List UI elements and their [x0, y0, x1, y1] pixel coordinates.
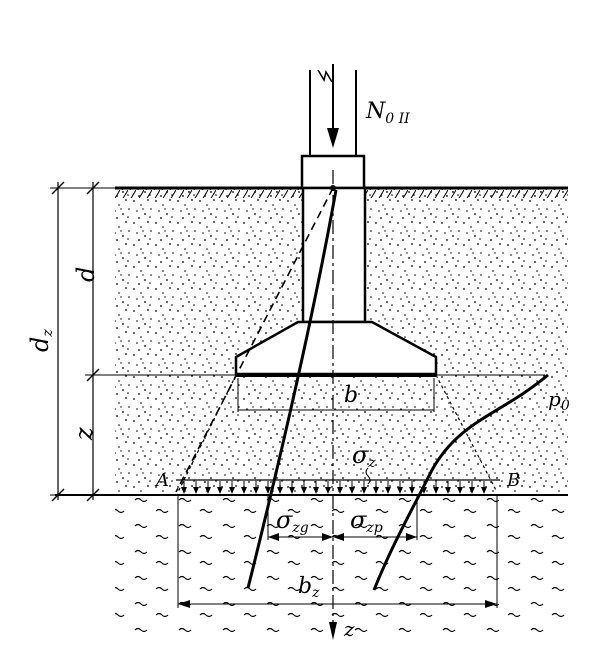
sigma-z-arrow: [469, 481, 475, 494]
ground-hatch-right: [366, 188, 568, 198]
sigma-z-arrow: [253, 481, 259, 494]
sigma-z-arrow: [241, 481, 247, 494]
dim-sigma: [267, 495, 418, 541]
sigma-z-arrow: [361, 481, 367, 494]
clay-layer: [115, 495, 568, 635]
stress-spread-lines: [175, 187, 498, 493]
axis-z-label: z: [343, 617, 355, 641]
depth-z-label: z: [70, 427, 98, 441]
ground-hatch-left: [115, 188, 303, 198]
sigma-z-arrow: [205, 481, 211, 494]
sigma-z-arrow: [433, 481, 439, 494]
sigma-z-arrow: [265, 481, 271, 494]
sigma-z-arrow: [385, 481, 391, 494]
sigma-z-arrow: [445, 481, 451, 494]
sigma-zg-curve: [246, 189, 338, 589]
point-a-label: A: [154, 470, 169, 491]
sigma-z-pointer: [365, 467, 371, 485]
depth-dz-label: dz: [26, 329, 56, 352]
sigma-z-arrow: [217, 481, 223, 494]
dim-b: [237, 378, 435, 412]
sigma-z-arrow: [313, 481, 319, 494]
sigma-z-arrow: [193, 481, 199, 494]
sigma-z-arrow: [373, 481, 379, 494]
sigma-z-arrow: [409, 481, 415, 494]
sigma-z-arrow: [337, 481, 343, 494]
sigma-z-arrow: [229, 481, 235, 494]
sigma-z-arrow: [325, 481, 331, 494]
sigma-z-arrow: [481, 481, 487, 494]
sigma-z-arrow: [181, 481, 187, 494]
width-b-label: b: [344, 383, 358, 408]
width-bz-label: bz: [298, 574, 320, 601]
sigma-zg-label: σzg: [276, 506, 309, 536]
pressure-p0-label: p0: [548, 387, 570, 414]
load-label: N0 II: [365, 99, 410, 127]
depth-d-label: d: [72, 267, 100, 282]
sigma-zp-label: σzp: [350, 506, 383, 536]
load-arrow: [327, 64, 339, 148]
sigma-z-label: σz: [352, 441, 376, 471]
point-b-label: B: [506, 470, 520, 491]
dim-bz: [177, 495, 498, 608]
sigma-z-arrow: [349, 481, 355, 494]
sigma-z-arrow: [301, 481, 307, 494]
sigma-z-arrow: [289, 481, 295, 494]
sigma-z-arrow: [277, 481, 283, 494]
sigma-zp-curve: [372, 373, 549, 591]
sigma-z-arrow: [457, 481, 463, 494]
dim-left: [50, 181, 120, 502]
sigma-z-arrow: [397, 481, 403, 494]
